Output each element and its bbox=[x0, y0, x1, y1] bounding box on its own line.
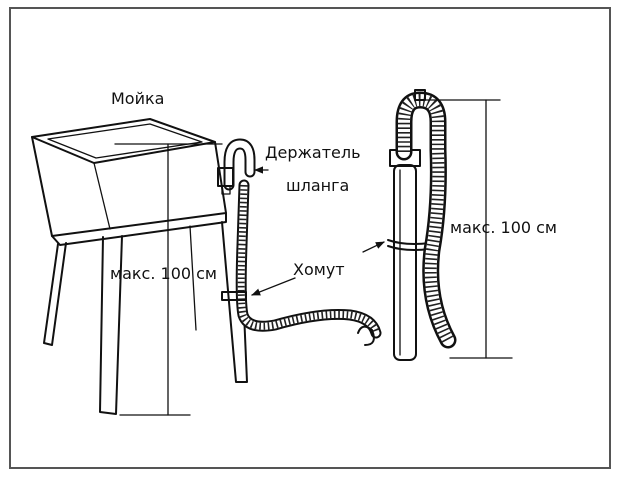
drain-hose bbox=[395, 89, 457, 349]
right-max-height-label: макс. 100 см bbox=[450, 218, 557, 237]
hose-holder-label-line1: Держатель bbox=[265, 143, 361, 162]
sink-illustration bbox=[31, 118, 248, 415]
sink-hose bbox=[217, 138, 382, 346]
right-height-measure bbox=[421, 99, 513, 359]
sink-label: Мойка bbox=[111, 89, 164, 108]
left-max-height-label: макс. 100 см bbox=[110, 264, 217, 283]
clamp-pointers bbox=[251, 241, 385, 296]
hose-holder-label-line2: шланга bbox=[286, 176, 349, 195]
clamp-label: Хомут bbox=[293, 260, 345, 279]
diagram-frame bbox=[9, 7, 611, 469]
left-height-measure bbox=[114, 143, 223, 416]
